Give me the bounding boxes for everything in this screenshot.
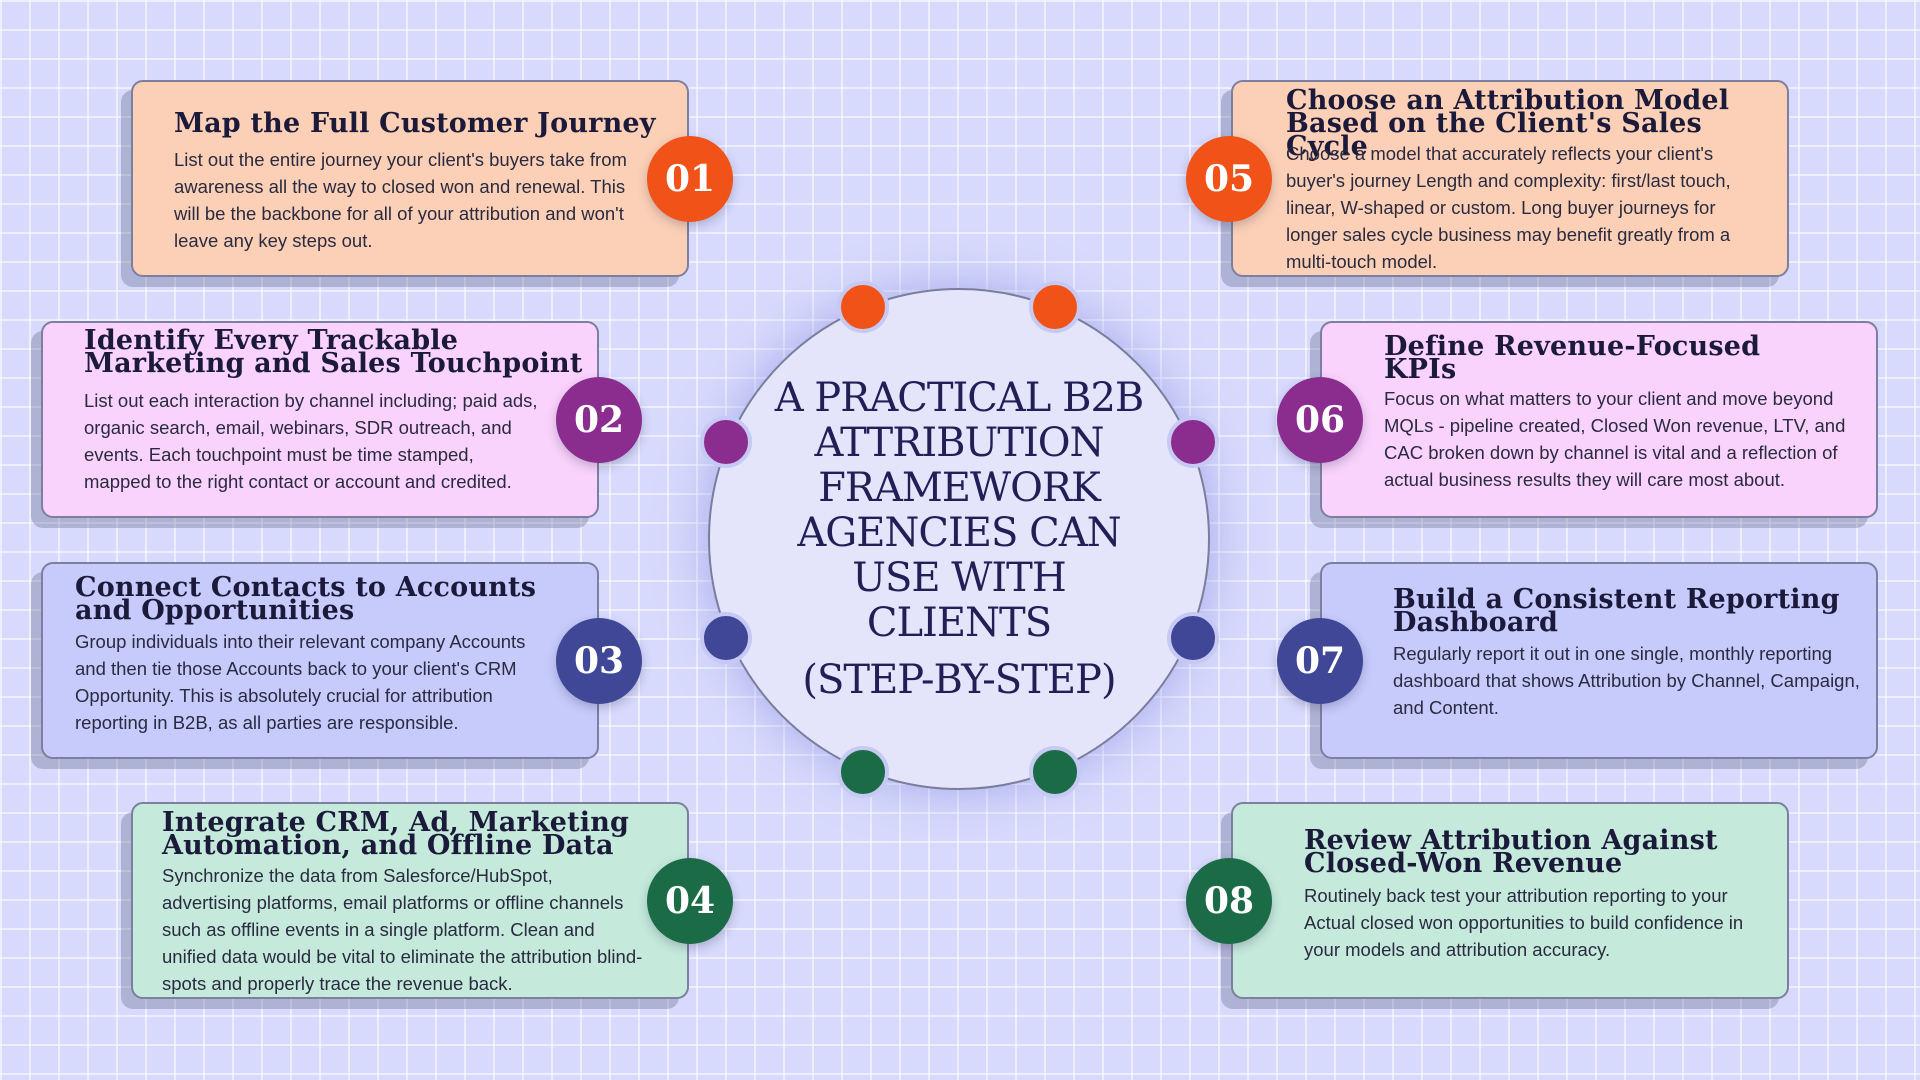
step-title: Build a Consistent Reporting Dashboard xyxy=(1393,584,1840,638)
step-card-07: Build a Consistent Reporting Dashboard R… xyxy=(1320,562,1878,759)
step-description: Group individuals into their relevant co… xyxy=(75,631,526,733)
connector-dot-03 xyxy=(700,612,752,664)
step-description: Regularly report it out in one single, m… xyxy=(1393,643,1860,718)
connector-dot-01 xyxy=(837,281,889,333)
connector-dot-02 xyxy=(700,416,752,468)
step-card-08: Review Attribution Against Closed-Won Re… xyxy=(1231,802,1789,999)
framework-subtitle: (STEP-BY-STEP) xyxy=(802,657,1116,703)
step-description: Choose a model that accurately reflects … xyxy=(1286,143,1731,272)
step-card-06: Define Revenue-Focused KPIs Focus on wha… xyxy=(1320,321,1878,518)
connector-dot-04 xyxy=(837,746,889,798)
connector-dot-07 xyxy=(1167,612,1219,664)
step-description: Routinely back test your attribution rep… xyxy=(1304,885,1744,960)
step-card-02: Identify Every Trackable Marketing and S… xyxy=(41,321,599,518)
step-card-01: Map the Full Customer Journey List out t… xyxy=(131,80,689,277)
step-number-badge-03: 03 xyxy=(556,618,642,704)
step-number-badge-08: 08 xyxy=(1186,858,1272,944)
step-card-05: Choose an Attribution Model Based on the… xyxy=(1231,80,1789,277)
central-hub-circle xyxy=(708,288,1210,790)
step-title: Review Attribution Against Closed-Won Re… xyxy=(1304,825,1718,879)
step-title: Integrate CRM, Ad, Marketing Automation,… xyxy=(162,807,630,861)
step-card-04: Integrate CRM, Ad, Marketing Automation,… xyxy=(131,802,689,999)
step-title: Map the Full Customer Journey xyxy=(174,108,656,139)
step-number-badge-02: 02 xyxy=(556,377,642,463)
step-number-badge-01: 01 xyxy=(647,136,733,222)
connector-dot-05 xyxy=(1029,281,1081,333)
step-number-badge-04: 04 xyxy=(647,858,733,944)
step-description: Synchronize the data from Salesforce/Hub… xyxy=(162,865,643,994)
step-title: Choose an Attribution Model Based on the… xyxy=(1286,85,1730,162)
step-card-03: Connect Contacts to Accounts and Opportu… xyxy=(41,562,599,759)
step-number-badge-05: 05 xyxy=(1186,136,1272,222)
step-description: List out each interaction by channel inc… xyxy=(84,390,538,492)
step-number-badge-07: 07 xyxy=(1277,618,1363,704)
connector-dot-06 xyxy=(1167,416,1219,468)
connector-dot-08 xyxy=(1029,746,1081,798)
step-description: Focus on what matters to your client and… xyxy=(1384,388,1846,490)
step-title: Define Revenue-Focused KPIs xyxy=(1384,331,1761,385)
framework-title: A PRACTICAL B2B ATTRIBUTION FRAMEWORK AG… xyxy=(774,375,1145,646)
step-description: List out the entire journey your client'… xyxy=(174,149,627,251)
step-title: Connect Contacts to Accounts and Opportu… xyxy=(75,572,537,626)
step-title: Identify Every Trackable Marketing and S… xyxy=(84,325,583,379)
step-number-badge-06: 06 xyxy=(1277,377,1363,463)
